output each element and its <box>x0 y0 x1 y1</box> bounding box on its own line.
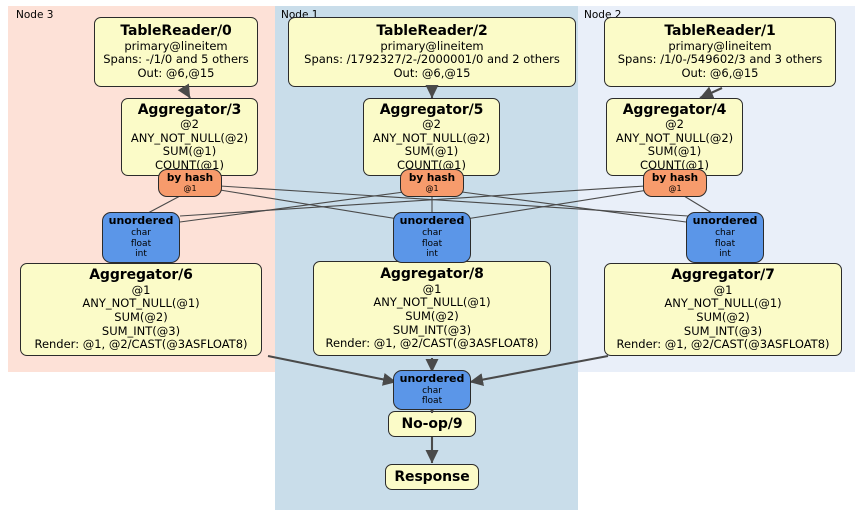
box-line: int <box>719 249 731 260</box>
processor-response[interactable]: Response <box>385 464 479 490</box>
box-line: ANY_NOT_NULL(@2) <box>615 130 734 145</box>
box-title: TableReader/0 <box>120 23 232 40</box>
box-line: ANY_NOT_NULL(@2) <box>372 130 491 145</box>
box-title: by hash <box>408 172 456 185</box>
box-line: @2 <box>180 117 199 132</box>
box-line: SUM(@2) <box>405 308 459 323</box>
box-title: unordered <box>692 214 758 228</box>
box-line: @1 <box>131 282 151 297</box>
box-line: COUNT(@1) <box>155 157 224 172</box>
box-line: char <box>131 228 151 239</box>
node-label-node3: Node 3 <box>16 9 54 21</box>
box-line: Out: @6,@15 <box>681 66 759 81</box>
box-line: Out: @6,@15 <box>393 66 471 81</box>
box-line: ANY_NOT_NULL(@1) <box>82 296 200 311</box>
box-line: SUM_INT(@3) <box>392 322 472 337</box>
box-line: COUNT(@1) <box>640 157 709 172</box>
box-line: float <box>421 238 443 249</box>
box-line: SUM(@2) <box>696 309 750 324</box>
box-line: @1 <box>422 281 442 296</box>
box-title: Aggregator/4 <box>622 101 727 118</box>
box-line: Spans: -/1/0 and 5 others <box>103 52 249 67</box>
box-title: Aggregator/3 <box>137 101 242 118</box>
box-line: char <box>422 228 442 239</box>
box-line: SUM(@1) <box>647 144 702 159</box>
box-line: int <box>135 249 147 260</box>
processor-aggregator-3[interactable]: Aggregator/3 @2 ANY_NOT_NULL(@2) SUM(@1)… <box>121 98 258 176</box>
processor-aggregator-6[interactable]: Aggregator/6 @1 ANY_NOT_NULL(@1) SUM(@2)… <box>20 263 262 356</box>
box-line: @1 <box>668 184 682 194</box>
box-line: @1 <box>713 282 733 297</box>
processor-tablereader-0[interactable]: TableReader/0 primary@lineitem Spans: -/… <box>94 17 258 87</box>
processor-tablereader-1[interactable]: TableReader/1 primary@lineitem Spans: /1… <box>604 17 836 87</box>
box-line: Render: @1, @2/CAST(@3ASFLOAT8) <box>616 337 830 352</box>
box-title: Response <box>394 468 470 485</box>
box-line: ANY_NOT_NULL(@1) <box>664 296 782 311</box>
box-line: SUM(@2) <box>114 309 168 324</box>
processor-no-op-9[interactable]: No-op/9 <box>388 411 476 437</box>
box-line: Spans: /1/0-/549602/3 and 3 others <box>617 52 823 67</box>
box-line: ANY_NOT_NULL(@2) <box>130 130 249 145</box>
box-line: @2 <box>422 117 441 132</box>
box-line: SUM(@1) <box>404 144 459 159</box>
router-by-hash-center[interactable]: by hash @1 <box>400 169 464 197</box>
box-line: SUM(@1) <box>162 144 217 159</box>
box-line: primary@lineitem <box>124 38 228 53</box>
box-line: @1 <box>183 184 197 194</box>
box-title: TableReader/2 <box>376 23 488 40</box>
box-line: primary@lineitem <box>668 38 772 53</box>
box-title: unordered <box>399 214 465 228</box>
box-title: Aggregator/7 <box>671 267 775 284</box>
box-line: char <box>422 385 442 396</box>
box-line: float <box>130 238 152 249</box>
box-title: unordered <box>399 371 465 385</box>
box-title: by hash <box>651 172 699 185</box>
box-line: float <box>421 396 443 407</box>
box-line: SUM_INT(@3) <box>101 323 181 338</box>
stream-unordered-right[interactable]: unordered char float int <box>686 212 764 263</box>
box-line: @1 <box>425 184 439 194</box>
box-line: Spans: /1792327/2-/2000001/0 and 2 other… <box>304 52 560 67</box>
processor-aggregator-7[interactable]: Aggregator/7 @1 ANY_NOT_NULL(@1) SUM(@2)… <box>604 263 842 356</box>
box-title: Aggregator/8 <box>380 266 484 283</box>
processor-tablereader-2[interactable]: TableReader/2 primary@lineitem Spans: /1… <box>288 17 576 87</box>
box-title: No-op/9 <box>401 415 463 432</box>
box-title: Aggregator/5 <box>379 101 484 118</box>
stream-unordered-final[interactable]: unordered char float <box>393 370 471 410</box>
box-title: unordered <box>108 214 174 228</box>
router-by-hash-right[interactable]: by hash @1 <box>643 169 707 197</box>
box-line: float <box>714 238 736 249</box>
box-line: SUM_INT(@3) <box>683 323 763 338</box>
box-line: COUNT(@1) <box>397 157 466 172</box>
box-line: @2 <box>665 117 684 132</box>
box-line: Out: @6,@15 <box>137 66 215 81</box>
processor-aggregator-5[interactable]: Aggregator/5 @2 ANY_NOT_NULL(@2) SUM(@1)… <box>363 98 500 176</box>
box-title: Aggregator/6 <box>89 267 193 284</box>
box-title: TableReader/1 <box>664 23 776 40</box>
box-line: ANY_NOT_NULL(@1) <box>373 295 491 310</box>
box-line: Render: @1, @2/CAST(@3ASFLOAT8) <box>34 337 248 352</box>
stream-unordered-center[interactable]: unordered char float int <box>393 212 471 263</box>
box-line: int <box>426 249 438 260</box>
router-by-hash-left[interactable]: by hash @1 <box>158 169 222 197</box>
box-line: primary@lineitem <box>380 38 484 53</box>
box-line: char <box>715 228 735 239</box>
stream-unordered-left[interactable]: unordered char float int <box>102 212 180 263</box>
box-line: Render: @1, @2/CAST(@3ASFLOAT8) <box>325 336 539 351</box>
processor-aggregator-8[interactable]: Aggregator/8 @1 ANY_NOT_NULL(@1) SUM(@2)… <box>313 261 551 356</box>
box-title: by hash <box>166 172 214 185</box>
